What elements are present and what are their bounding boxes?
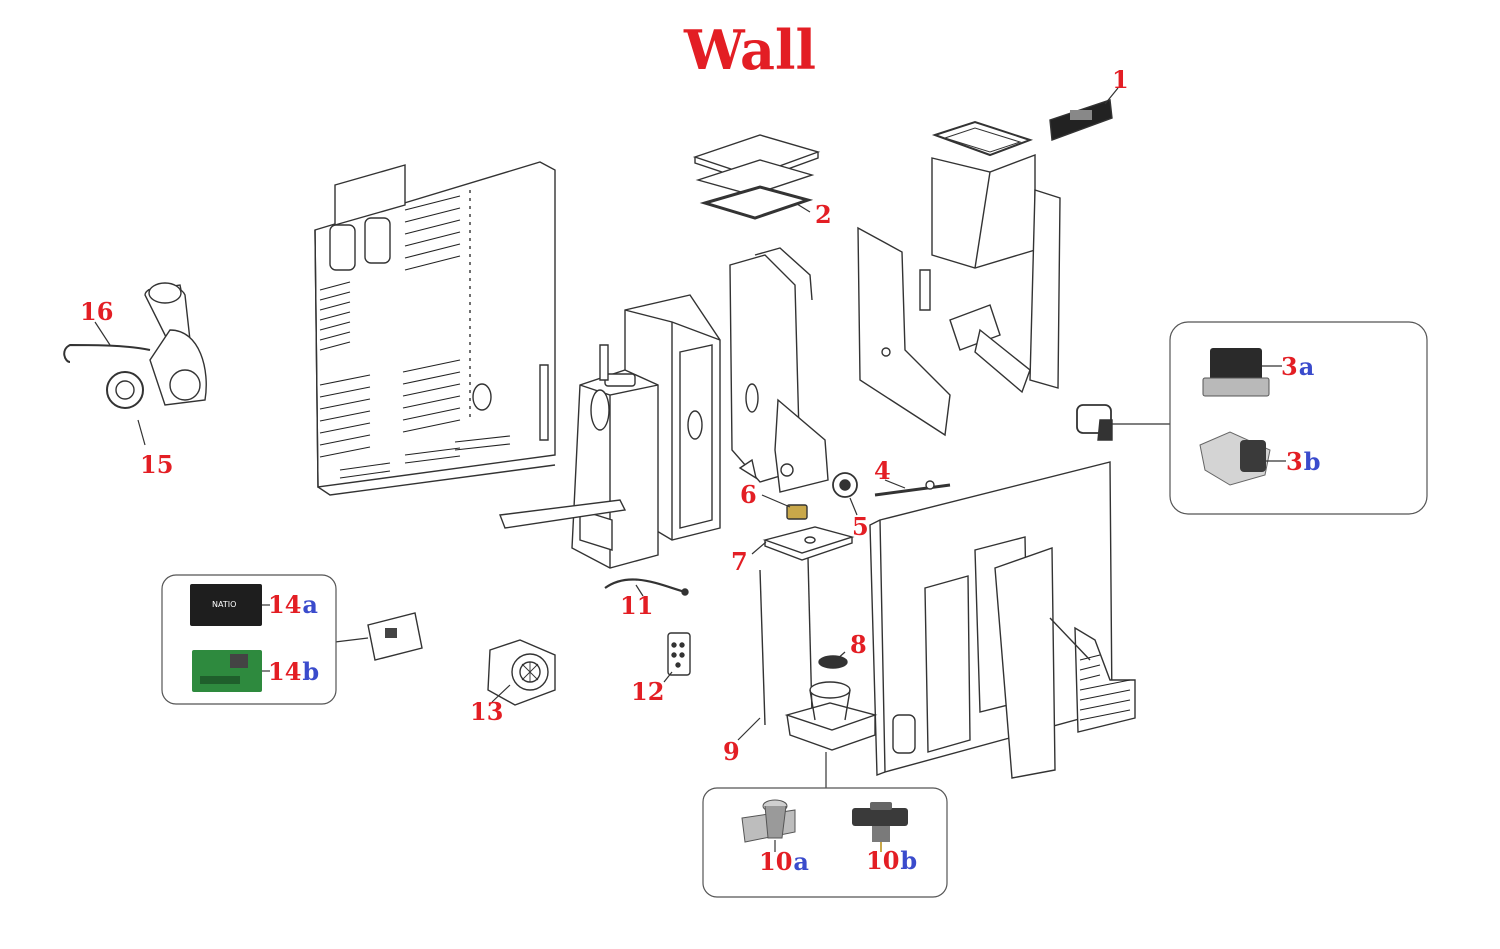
- callout-7: 7: [731, 547, 748, 576]
- hopper-assembly: [857, 120, 1061, 437]
- burn-pot-installed: [784, 681, 878, 751]
- callout-11: 11: [620, 591, 654, 620]
- diagram-title: Wall: [684, 18, 816, 82]
- callout-6: 6: [740, 480, 757, 509]
- control-board-installed: [367, 612, 423, 661]
- auger-motor-b-icon: [1199, 431, 1286, 486]
- sensor-rod: [874, 480, 951, 497]
- baffle-panels: [729, 247, 829, 493]
- callout-3b: 3b: [1286, 447, 1321, 476]
- control-display: [1049, 99, 1113, 141]
- exhaust-blower: [106, 282, 207, 409]
- callout-15: 15: [140, 450, 174, 479]
- inset-auger-motors: [1169, 321, 1428, 515]
- remote-control: [667, 632, 691, 676]
- control-board-b-icon: [192, 650, 270, 692]
- callout-14a: 14a: [268, 590, 318, 619]
- top-plates: [692, 134, 821, 220]
- round-sensor: [832, 472, 858, 498]
- callout-12: 12: [631, 677, 665, 706]
- front-panel: [869, 461, 1136, 779]
- callout-8: 8: [850, 630, 867, 659]
- burn-grate: [818, 655, 848, 669]
- ash-pan-lid: [759, 526, 855, 726]
- callout-4: 4: [874, 456, 891, 485]
- callout-2: 2: [815, 200, 832, 229]
- callout-1: 1: [1112, 65, 1129, 94]
- callout-9: 9: [723, 737, 740, 766]
- panel-logo: NATIO: [212, 600, 236, 609]
- auger-motor-a-icon: [1202, 348, 1282, 397]
- switch-block: [786, 504, 808, 520]
- callout-10b: 10b: [866, 846, 918, 875]
- firebox-assembly: [499, 294, 721, 569]
- power-cord: [604, 578, 689, 596]
- callout-10a: 10a: [759, 847, 809, 876]
- callout-3a: 3a: [1281, 352, 1315, 381]
- callout-14b: 14b: [268, 657, 320, 686]
- inset-burn-pots: [702, 787, 948, 898]
- callout-5: 5: [852, 512, 869, 541]
- callout-13: 13: [470, 697, 504, 726]
- convection-blower: [487, 639, 556, 706]
- callout-16: 16: [80, 297, 114, 326]
- auger-motor-installed: [1076, 404, 1113, 441]
- exhaust-wire: [63, 343, 151, 363]
- leader-lines: [94, 87, 1170, 788]
- burn-pot-a-icon: [741, 799, 796, 852]
- control-board-a-icon: NATIO: [190, 584, 270, 626]
- back-wall-panel: [314, 161, 556, 496]
- inset-control-boards: NATIO: [161, 574, 337, 705]
- burn-pot-b-icon: [852, 802, 908, 852]
